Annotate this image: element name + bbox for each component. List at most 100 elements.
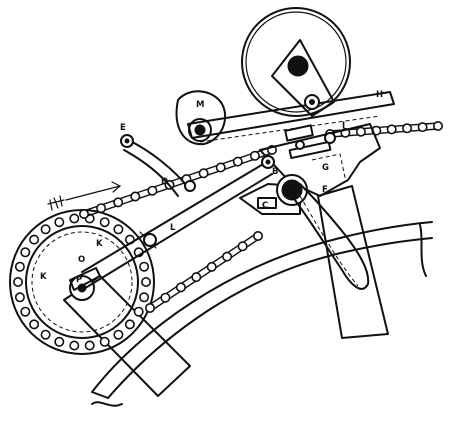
rear-chain-link xyxy=(14,292,25,303)
rear-chain-link xyxy=(29,319,40,330)
connecting-rod-lower xyxy=(81,173,273,291)
seat-tube-block xyxy=(317,185,389,339)
label-i: I xyxy=(342,121,345,131)
rear-chain-link xyxy=(20,247,31,258)
rear-chain-link xyxy=(54,217,65,228)
label-b: B xyxy=(272,167,278,177)
lever-guide-dashed xyxy=(199,115,381,143)
label-c: C xyxy=(262,201,268,211)
chain-link xyxy=(432,121,443,132)
chain-link xyxy=(96,203,107,214)
pedal-arm-dashed xyxy=(299,195,359,287)
cam-axle xyxy=(194,124,206,136)
rear-chain-link xyxy=(54,336,65,347)
rear-chain-link xyxy=(99,336,110,347)
chain-link xyxy=(249,150,260,161)
arc-guide-inner xyxy=(123,149,179,197)
upper-wheel-bracket xyxy=(271,39,335,117)
label-h: H xyxy=(376,90,383,100)
label-k-left: K xyxy=(40,272,47,282)
rear-chain-link xyxy=(20,306,31,317)
motion-arrow-shaft xyxy=(65,185,121,201)
label-g: G xyxy=(322,163,329,173)
rear-chain-link xyxy=(29,234,40,245)
chain-link xyxy=(175,282,186,293)
rear-chain-link xyxy=(113,329,124,340)
rear-chain-link xyxy=(139,261,150,272)
crank-axle xyxy=(281,179,303,201)
rear-chain-link xyxy=(69,213,80,224)
rear-chain-link xyxy=(124,319,135,330)
motion-arrow-feather xyxy=(47,195,65,211)
label-m: M xyxy=(196,100,204,110)
rear-chain-link xyxy=(13,276,23,287)
chain-link xyxy=(386,124,397,135)
chain-link xyxy=(215,162,226,173)
lever-bar-h xyxy=(187,91,395,139)
label-p: P xyxy=(76,275,82,285)
chain-link xyxy=(130,191,141,202)
link-pivot-l xyxy=(143,233,157,247)
cam-plate xyxy=(175,90,227,146)
arc-guide-outer xyxy=(123,137,191,191)
housing-slot-middle xyxy=(288,140,332,160)
rear-chain-link xyxy=(69,340,80,351)
chain-link xyxy=(79,209,90,220)
chain-link xyxy=(206,261,217,272)
pedal-arm xyxy=(291,183,370,290)
rear-chain-link xyxy=(113,224,124,235)
label-d: D xyxy=(161,177,168,187)
frame-rail-end xyxy=(91,391,109,399)
chain-link xyxy=(198,168,209,179)
top-chain-run xyxy=(324,121,443,140)
chain-link xyxy=(237,241,248,252)
label-o: O xyxy=(78,255,85,265)
label-f: F xyxy=(322,185,328,195)
label-k-upper: K xyxy=(96,239,103,249)
rear-chain-link xyxy=(141,276,152,287)
housing-inner-dashed xyxy=(311,153,347,183)
upper-wheel xyxy=(241,7,351,117)
housing-bolt-right xyxy=(324,132,336,144)
connecting-rod-upper xyxy=(81,159,271,273)
lower-chain-run xyxy=(145,231,264,313)
bracket-pin-center xyxy=(309,99,315,105)
frame-rail-inner xyxy=(107,237,433,399)
rear-chain-link xyxy=(14,261,25,272)
chain-link xyxy=(160,292,171,303)
rear-sprocket xyxy=(25,225,139,339)
pivot-b-pin xyxy=(265,159,271,165)
chain-link xyxy=(222,251,233,262)
rear-chain-links xyxy=(13,213,152,351)
rear-chain-link xyxy=(40,329,51,340)
chain-link xyxy=(145,302,156,313)
housing-slot-upper xyxy=(284,124,314,142)
rear-chain-link xyxy=(84,340,95,351)
rear-chain-link xyxy=(99,217,110,228)
rear-chain-link xyxy=(139,292,150,303)
label-l: L xyxy=(170,223,176,233)
chain-link xyxy=(402,123,413,134)
rear-chain-link xyxy=(40,224,51,235)
housing-bolt-left xyxy=(295,140,305,150)
upper-wheel-rim xyxy=(245,11,347,113)
rear-chain-link xyxy=(133,306,144,317)
hub-clamp xyxy=(69,267,101,291)
upper-wheel-hub xyxy=(287,55,309,77)
chain-link xyxy=(232,156,243,167)
chain-link xyxy=(417,122,428,133)
upper-chain-run xyxy=(79,145,277,220)
frame-break-mark xyxy=(91,401,123,407)
chain-link xyxy=(253,231,264,242)
chain-link xyxy=(147,185,158,196)
label-e: E xyxy=(120,123,126,133)
frame-break-mark-right xyxy=(419,224,427,277)
motion-arrow-head xyxy=(111,181,122,193)
arc-guide-pivot-pin xyxy=(124,138,130,144)
rear-sprocket-pitch xyxy=(31,231,133,333)
frame-rail-outer xyxy=(91,221,433,393)
chain-link xyxy=(191,272,202,283)
chain-link xyxy=(355,126,366,137)
